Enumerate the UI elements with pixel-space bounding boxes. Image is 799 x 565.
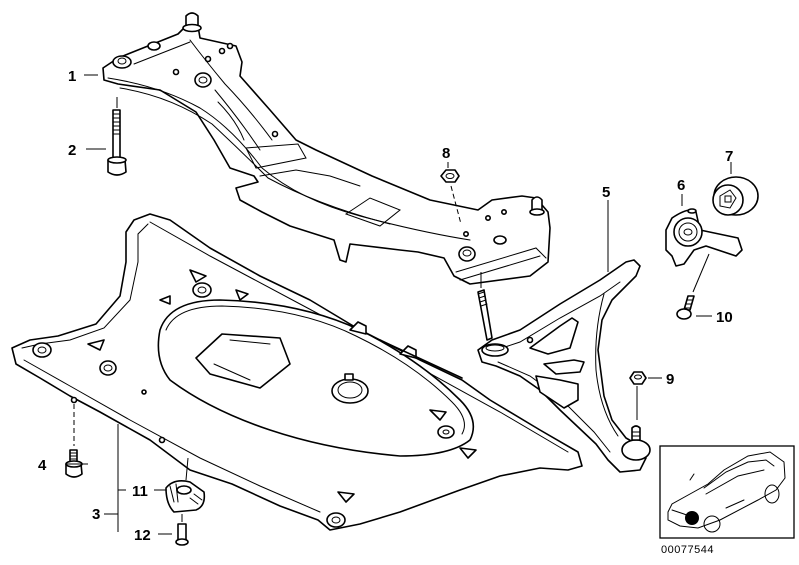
wishbone[interactable] (477, 259, 651, 473)
vehicle-location-inset: 00077544 (659, 445, 795, 556)
callout-10[interactable]: 10 (716, 309, 733, 326)
callout-8[interactable]: 8 (442, 145, 450, 162)
car-outline-icon (667, 451, 786, 533)
callout-3[interactable]: 3 (92, 506, 100, 523)
rubber-mount[interactable] (712, 176, 759, 216)
hex-bolt-2[interactable] (107, 97, 127, 176)
callout-11[interactable]: 11 (132, 483, 148, 500)
callout-labels: 1 2 3 4 5 6 7 8 9 10 11 12 (38, 68, 733, 544)
callout-leaders (66, 74, 732, 535)
wishbone-bracket[interactable] (665, 208, 743, 267)
inset-frame (659, 445, 795, 539)
callout-7[interactable]: 7 (725, 148, 733, 165)
callout-12[interactable]: 12 (134, 527, 151, 544)
callout-5[interactable]: 5 (602, 184, 610, 201)
bolt-4[interactable] (65, 404, 83, 478)
callout-1[interactable]: 1 (68, 68, 76, 85)
hex-nut-8[interactable] (440, 162, 462, 225)
hex-nut-9[interactable] (629, 371, 647, 420)
reference-number: 00077544 (661, 544, 714, 556)
callout-6[interactable]: 6 (677, 177, 685, 194)
front-axle-carrier[interactable] (102, 12, 551, 285)
rubber-buffer[interactable] (165, 457, 206, 513)
location-marker (685, 511, 699, 525)
bolt-10[interactable] (676, 253, 710, 320)
bolt-12[interactable] (175, 514, 189, 546)
callout-2[interactable]: 2 (68, 142, 76, 159)
callout-9[interactable]: 9 (666, 371, 674, 388)
reinforcement-plate[interactable] (11, 213, 583, 531)
callout-4[interactable]: 4 (38, 457, 47, 474)
